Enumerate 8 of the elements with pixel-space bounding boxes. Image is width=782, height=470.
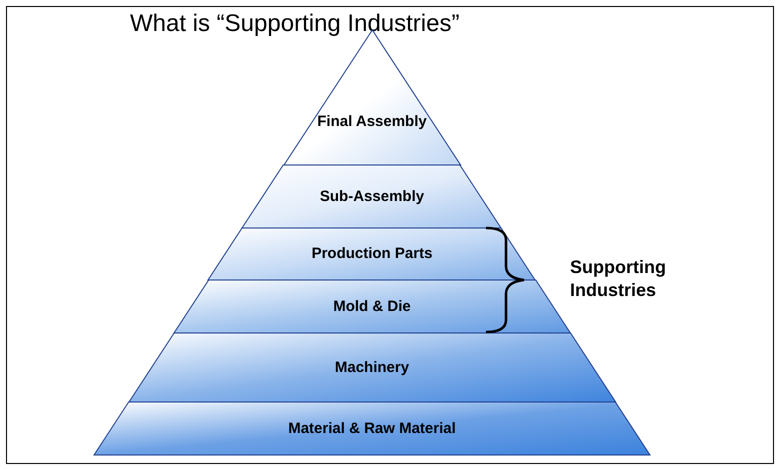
tier-label: Final Assembly bbox=[316, 112, 428, 130]
tier-label: Machinery bbox=[334, 358, 410, 376]
bracket-label: Supporting Industries bbox=[570, 256, 667, 302]
tier-label: Mold & Die bbox=[332, 298, 412, 314]
title: What is “Supporting Industries” bbox=[130, 10, 460, 38]
tier-label: Material & Raw Material bbox=[287, 420, 457, 436]
tier-label: Sub-Assembly bbox=[318, 188, 426, 204]
tier-label: Production Parts bbox=[310, 245, 434, 262]
